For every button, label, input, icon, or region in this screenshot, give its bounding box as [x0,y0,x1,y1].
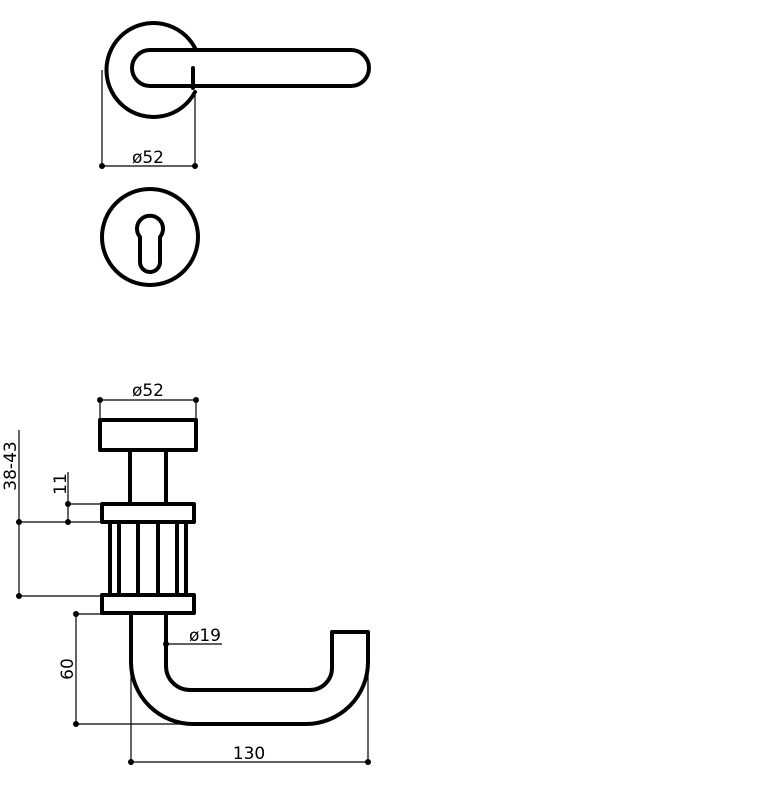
handle-diameter-label: ø19 [189,626,221,646]
top-view: ø52 [99,21,371,169]
collar-height-label: 11 [51,473,71,495]
handle-height-dimension: 60 [58,611,190,727]
door-thickness-dimension: 38-43 [1,430,100,599]
side-fixing-bars [108,520,188,597]
side-upper-collar [100,502,196,524]
side-view: ø52 38-43 11 ø19 [1,381,371,765]
door-thickness-label: 38-43 [1,441,21,490]
side-rosette-diameter-dimension: ø52 [97,381,199,418]
side-rosette-cap [98,418,198,452]
collar-height-dimension: 11 [51,472,100,525]
keyhole-icon [135,213,165,274]
side-lower-collar [100,593,196,615]
handle-diameter-dimension: ø19 [163,626,222,647]
top-diameter-label: ø52 [132,148,164,168]
escutcheon-outline [100,187,200,287]
top-rosette-outline [104,21,197,119]
escutcheon-view [100,187,200,287]
side-lever-handle [129,611,370,726]
top-diameter-dimension: ø52 [99,70,198,169]
handle-length-dimension: 130 [128,664,371,765]
handle-height-label: 60 [58,658,78,680]
top-lever-outline [130,48,371,88]
handle-length-label: 130 [233,744,265,764]
side-rosette-diameter-label: ø52 [132,381,164,401]
